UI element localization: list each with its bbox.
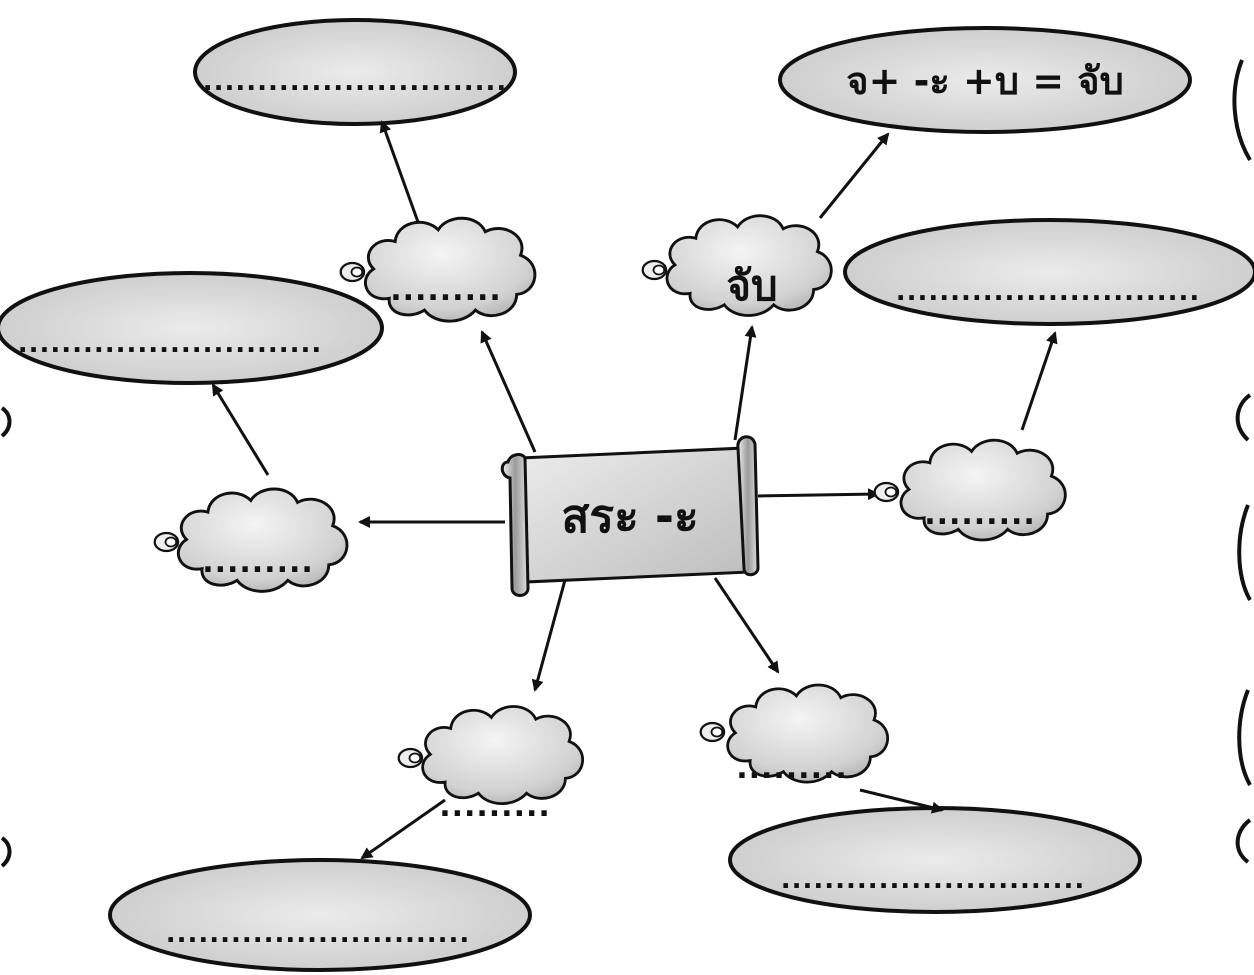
cloud-top-right-word: จับ <box>726 261 777 310</box>
cloud-bottom-left: ......... <box>397 704 585 824</box>
oval-left: ............................ <box>0 271 384 385</box>
oval-bottom-left: ............................ <box>108 858 532 972</box>
cloud-tail-icon <box>397 747 424 769</box>
cloud-bottom-right: ......... <box>699 683 890 786</box>
center-scroll: สระ -ะ <box>500 435 760 597</box>
cloud-top-left: ......... <box>339 216 537 323</box>
cloud-top-left-blank[interactable]: ......... <box>390 273 502 308</box>
center-topic-title: สระ -ะ <box>561 489 698 543</box>
cloud-tail-icon <box>339 261 366 283</box>
edge-bracket-icon <box>1232 59 1252 162</box>
oval-left-blank[interactable]: ............................ <box>18 329 323 359</box>
edge-bracket-icon <box>0 406 12 438</box>
cloud-tail-icon <box>641 259 668 281</box>
cloud-right-blank[interactable]: ......... <box>924 497 1036 532</box>
oval-right-blank[interactable]: ............................ <box>896 277 1201 307</box>
cloud-tail-icon <box>153 531 180 553</box>
arrows <box>211 120 1058 860</box>
arrow-cloud-to-oval-right <box>1020 331 1058 431</box>
edge-bracket-icon <box>1235 393 1252 442</box>
arrow-cloud-to-oval-top-left <box>379 120 420 223</box>
edge-bracket-icon <box>1235 818 1252 864</box>
oval-top-left-blank[interactable]: ............................ <box>203 67 508 97</box>
arrow-center-to-top-left-cloud <box>480 330 537 453</box>
cloud-tail-icon <box>699 721 726 743</box>
cloud-tail-icon <box>873 481 900 503</box>
oval-bottom-right: ............................ <box>728 806 1142 914</box>
edge-bracket-icon <box>1237 504 1252 601</box>
arrow-center-to-bottom-right-cloud <box>713 577 780 674</box>
cloud-bottom-right-blank[interactable]: ......... <box>736 751 848 786</box>
edge-bracket-icon <box>0 836 12 868</box>
arrow-cloud-to-oval-bottom-right <box>859 788 944 814</box>
oval-top-right-formula: จ+ -ะ +บ = จับ <box>846 59 1123 103</box>
arrow-cloud-to-oval-bottom-left <box>360 798 446 860</box>
oval-top-right: จ+ -ะ +บ = จับ <box>778 26 1192 134</box>
cloud-right: ......... <box>873 438 1067 542</box>
oval-right: ............................ <box>843 218 1254 326</box>
cloud-left-blank[interactable]: ......... <box>202 545 314 580</box>
arrow-cloud-to-oval-left <box>211 383 270 476</box>
page-edge-marks <box>0 59 1252 868</box>
cloud-left: ......... <box>153 487 349 593</box>
cloud-top-right: จับ <box>641 214 833 317</box>
arrow-center-to-right-cloud <box>757 488 880 501</box>
cloud-bottom-left-blank[interactable]: ......... <box>439 789 551 824</box>
arrow-cloud-to-oval-top-right <box>818 132 890 219</box>
arrow-center-to-top-right-cloud <box>733 325 757 441</box>
oval-bottom-left-blank[interactable]: ............................ <box>166 919 471 949</box>
oval-bottom-right-blank[interactable]: ............................ <box>781 865 1086 895</box>
oval-top-left: ............................ <box>193 18 517 126</box>
arrow-center-to-bottom-left-cloud <box>531 579 567 692</box>
edge-bracket-icon <box>1237 689 1252 786</box>
